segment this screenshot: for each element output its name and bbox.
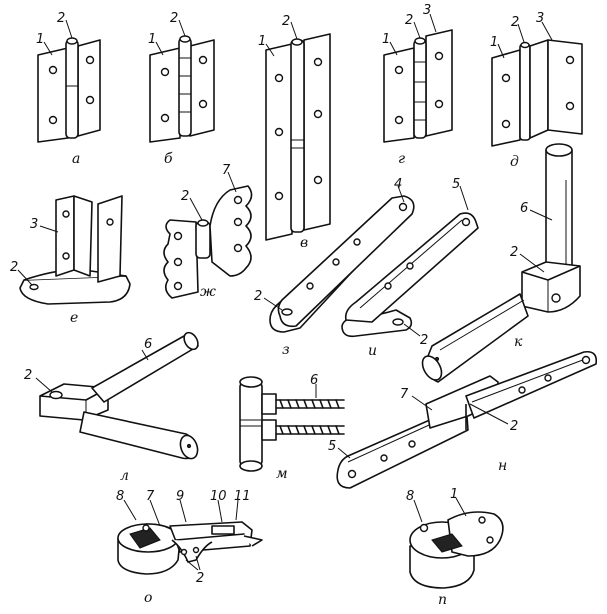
figure-i-angled-strap: 2 5 и bbox=[341, 177, 479, 359]
figure-a-label: а bbox=[72, 151, 80, 167]
label-p-part1: 1 bbox=[450, 487, 458, 502]
figure-l-label: л bbox=[120, 468, 129, 484]
figure-p-round-hinge: 8 1 п bbox=[406, 487, 504, 608]
label-e-part3: 3 bbox=[30, 217, 38, 232]
label-n-part5: 5 bbox=[328, 439, 336, 454]
label-o-part7: 7 bbox=[146, 489, 155, 504]
figure-o-cup-hinge: 8 7 9 10 11 2 о bbox=[116, 489, 263, 606]
label-g-part1: 1 bbox=[382, 32, 390, 47]
label-k-part2: 2 bbox=[510, 245, 518, 260]
label-e-part2: 2 bbox=[10, 260, 18, 275]
label-zh-part7: 7 bbox=[222, 163, 231, 178]
figure-z-label: з bbox=[282, 342, 290, 358]
figure-a-butt-hinge: 1 2 а bbox=[36, 11, 101, 167]
label-g-part2: 2 bbox=[405, 13, 413, 28]
label-i-part5: 5 bbox=[452, 177, 460, 192]
label-o-part11: 11 bbox=[234, 489, 251, 504]
label-d-part3: 3 bbox=[536, 11, 544, 26]
label-l-part2: 2 bbox=[24, 368, 32, 383]
label-g-part3: 3 bbox=[423, 3, 431, 18]
label-o-part2: 2 bbox=[196, 571, 204, 586]
figure-n-double-strap: 7 2 5 н bbox=[328, 350, 598, 489]
label-p-part8: 8 bbox=[406, 489, 414, 504]
figure-k-pivot-hinge: 2 6 к bbox=[421, 143, 581, 383]
figure-d-label: д bbox=[510, 154, 519, 170]
label-n-part2: 2 bbox=[510, 419, 518, 434]
figure-z-strap-hinge: 2 4 з bbox=[254, 177, 415, 358]
figure-b-label: б bbox=[164, 151, 173, 167]
figure-b-card-hinge: 1 2 б bbox=[148, 11, 215, 167]
label-zh-part2: 2 bbox=[181, 189, 189, 204]
figure-n-label: н bbox=[498, 458, 507, 474]
figure-m-label: м bbox=[276, 466, 288, 482]
label-v-part2: 2 bbox=[282, 14, 290, 29]
label-o-part10: 10 bbox=[210, 489, 227, 504]
figure-o-label: о bbox=[144, 590, 152, 606]
figure-zh-label: ж bbox=[200, 284, 216, 300]
label-b-part1: 1 bbox=[148, 32, 156, 47]
label-o-part9: 9 bbox=[176, 489, 184, 504]
figure-k-label: к bbox=[514, 334, 523, 350]
label-i-part2: 2 bbox=[420, 333, 428, 348]
label-b-part2: 2 bbox=[170, 11, 178, 26]
figure-g-hinge: 1 2 3 г bbox=[382, 3, 453, 167]
label-v-part1: 1 bbox=[258, 34, 266, 49]
figure-g-label: г bbox=[398, 151, 405, 167]
label-a-part2: 2 bbox=[57, 11, 65, 26]
figure-e-base-hinge: 2 3 е bbox=[10, 195, 131, 326]
figure-v-label: в bbox=[300, 235, 308, 251]
figure-p-label: п bbox=[438, 592, 447, 608]
label-a-part1: 1 bbox=[36, 32, 44, 47]
label-d-part2: 2 bbox=[511, 15, 519, 30]
label-d-part1: 1 bbox=[490, 35, 498, 50]
figure-l-arm-pivot: 2 6 л bbox=[24, 331, 199, 484]
figure-zh-offset-hinge: 2 7 ж bbox=[163, 163, 253, 300]
figure-i-label: и bbox=[368, 343, 377, 359]
figure-m-screw-hinge: 6 м bbox=[239, 373, 345, 482]
label-z-part2: 2 bbox=[254, 289, 262, 304]
label-k-part6: 6 bbox=[520, 201, 528, 216]
figure-e-label: е bbox=[70, 310, 78, 326]
label-z-part4: 4 bbox=[394, 177, 402, 192]
label-n-part7: 7 bbox=[400, 387, 409, 402]
label-l-part6: 6 bbox=[144, 337, 152, 352]
figure-v-piano-hinge: 1 2 в bbox=[258, 14, 331, 251]
label-m-part6: 6 bbox=[310, 373, 318, 388]
figure-d-angle-hinge: 1 2 3 д bbox=[490, 11, 583, 170]
label-o-part8: 8 bbox=[116, 489, 124, 504]
